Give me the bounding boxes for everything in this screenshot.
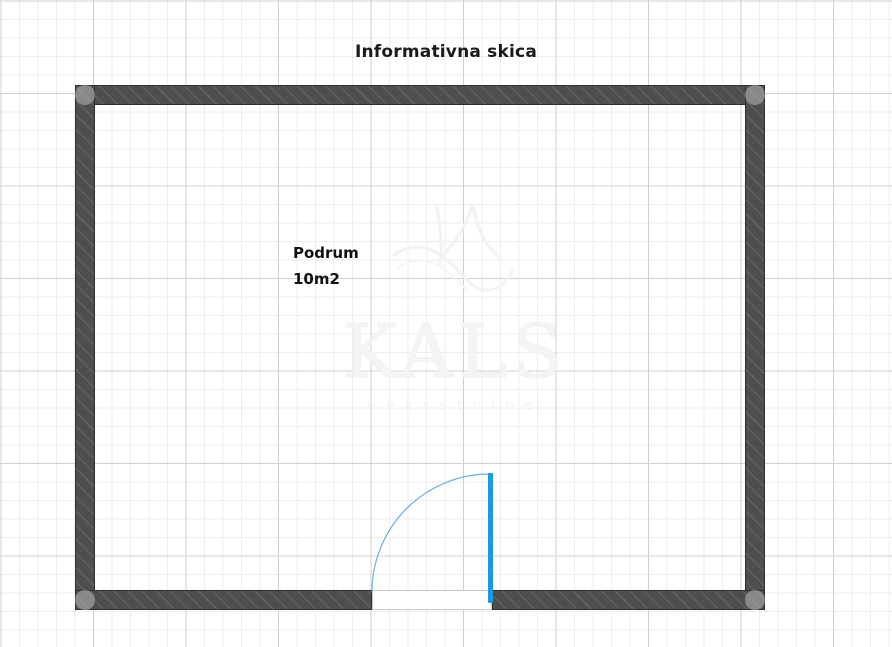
- page-title: Informativna skica: [354, 42, 537, 62]
- corner-node-bottom-right: [745, 590, 765, 610]
- wall-left: [75, 85, 95, 610]
- wall-bottom-right: [492, 590, 765, 610]
- room-label: Podrum 10m2: [293, 240, 359, 292]
- wall-right: [745, 85, 765, 610]
- room-name: Podrum: [293, 244, 359, 262]
- corner-node-top-left: [75, 85, 95, 105]
- corner-node-top-right: [745, 85, 765, 105]
- wall-bottom-left: [75, 590, 372, 610]
- door-opening: [372, 590, 492, 610]
- room-area: 10m2: [293, 270, 340, 288]
- wall-top: [75, 85, 765, 105]
- door-leaf: [488, 473, 493, 603]
- corner-node-bottom-left: [75, 590, 95, 610]
